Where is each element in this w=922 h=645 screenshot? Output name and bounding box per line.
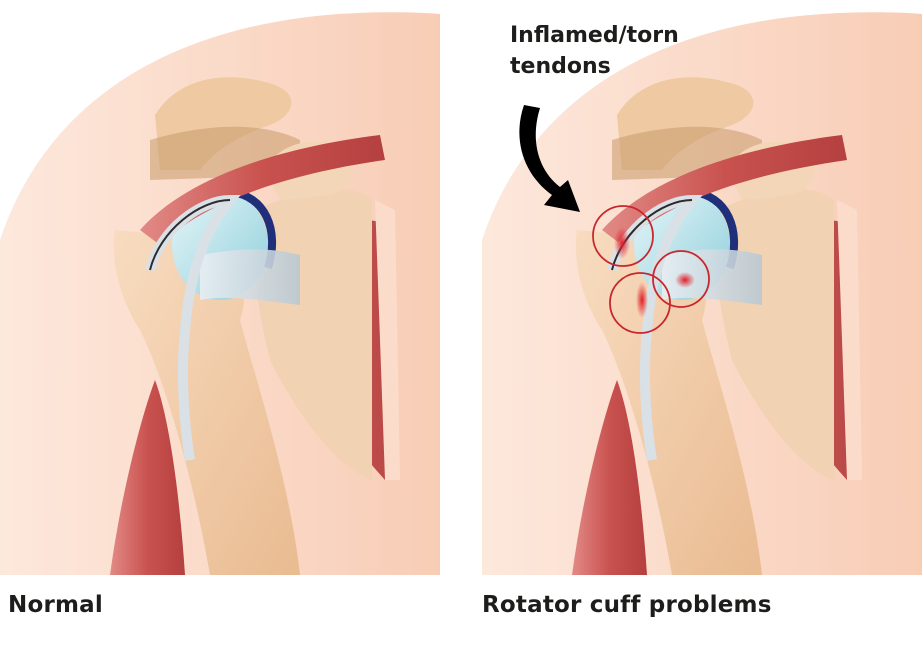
injured-shoulder-illustration xyxy=(482,0,922,575)
infraspinatus-tendon xyxy=(200,249,300,305)
inflammation-spot xyxy=(636,282,648,318)
callout-line-2: tendons xyxy=(510,51,730,82)
callout-line-1: Inflamed/torn xyxy=(510,20,730,51)
normal-shoulder-illustration xyxy=(0,0,440,575)
callout-label: Inflamed/torn tendons xyxy=(510,20,730,82)
injured-shoulder-svg xyxy=(482,0,922,575)
inflammation-spot xyxy=(614,227,630,259)
normal-shoulder-svg xyxy=(0,0,440,575)
caption-rotator-cuff: Rotator cuff problems xyxy=(482,592,772,618)
inflammation-spot xyxy=(675,272,695,288)
caption-normal: Normal xyxy=(8,592,103,618)
